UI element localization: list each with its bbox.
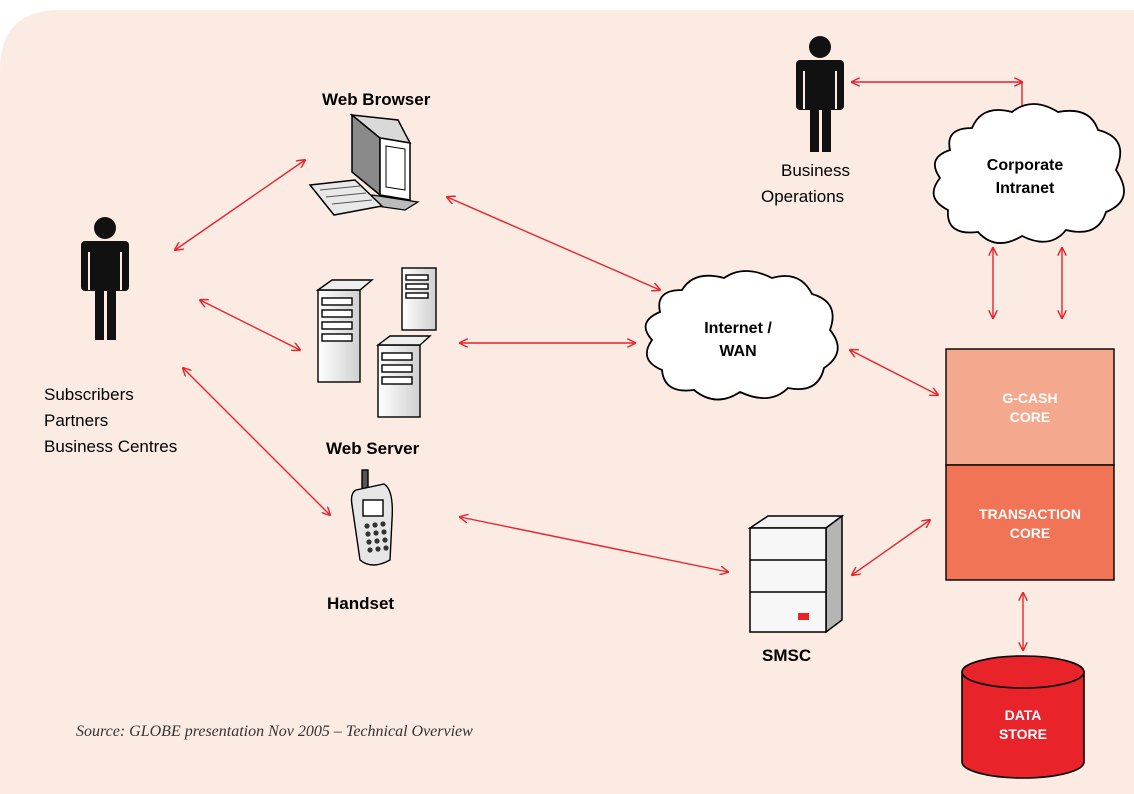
data-store-label-line1: DATA bbox=[1004, 707, 1042, 723]
transaction-core-box bbox=[945, 464, 1115, 581]
gcash-core-box bbox=[945, 348, 1115, 466]
arrow-subscribers-handset bbox=[183, 368, 330, 515]
connection-arrows bbox=[175, 82, 1062, 650]
web-browser-label: Web Browser bbox=[322, 90, 431, 109]
arrow-internet-gcash bbox=[850, 350, 938, 395]
handset-label: Handset bbox=[327, 594, 395, 613]
arrow-handset-smsc bbox=[460, 517, 728, 572]
handset-icon bbox=[350, 469, 394, 566]
web-server-label: Web Server bbox=[326, 439, 420, 458]
subscribers-label: Subscribers bbox=[44, 385, 134, 404]
computer-icon bbox=[308, 113, 420, 216]
arrow-subscribers-webserver bbox=[200, 300, 300, 350]
partners-label: Partners bbox=[44, 411, 109, 430]
corporate-intranet-cloud bbox=[932, 103, 1125, 244]
arrow-smsc-transaction bbox=[852, 520, 930, 575]
gcash-core-label-line2: CORE bbox=[1009, 409, 1051, 425]
business-operations-person-icon bbox=[796, 36, 844, 152]
data-store-cylinder bbox=[961, 655, 1085, 779]
internet-wan-label-line2: WAN bbox=[719, 343, 757, 360]
smsc-server-icon bbox=[747, 514, 845, 634]
corporate-intranet-label-line2: Intranet bbox=[995, 180, 1055, 197]
business-operations-label-line2: Operations bbox=[761, 187, 845, 206]
internet-wan-cloud bbox=[644, 270, 839, 401]
business-centres-label: Business Centres bbox=[44, 437, 178, 456]
business-operations-label-line1: Business bbox=[781, 161, 850, 180]
data-store-label-line2: STORE bbox=[999, 726, 1047, 742]
arrow-subscribers-webbrowser bbox=[175, 160, 305, 250]
transaction-core-label-line1: TRANSACTION bbox=[979, 506, 1081, 522]
internet-wan-label-line1: Internet / bbox=[704, 320, 772, 337]
web-server-icon bbox=[315, 267, 437, 418]
smsc-label: SMSC bbox=[762, 646, 812, 665]
corporate-intranet-label-line1: Corporate bbox=[986, 157, 1064, 174]
arrow-webbrowser-internet bbox=[447, 197, 660, 290]
subscriber-person-icon bbox=[81, 217, 129, 340]
source-note: Source: GLOBE presentation Nov 2005 – Te… bbox=[76, 723, 473, 740]
transaction-core-label-line2: CORE bbox=[1009, 525, 1051, 541]
gcash-core-label-line1: G-CASH bbox=[1002, 390, 1058, 406]
